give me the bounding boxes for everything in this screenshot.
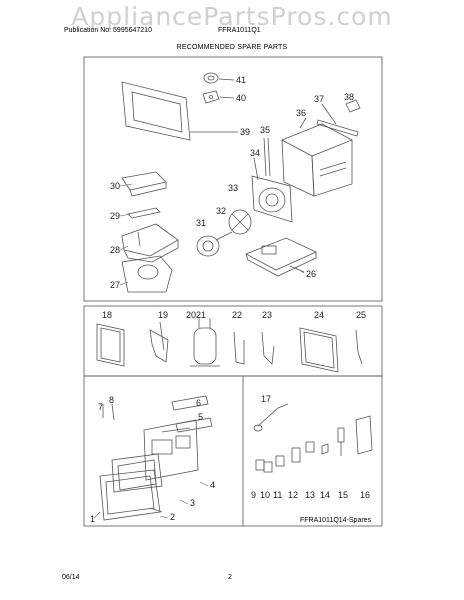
- part-37-rod: [316, 103, 359, 137]
- part-16-bracket: [355, 415, 373, 455]
- callout-34: 34: [250, 148, 260, 158]
- part-23-tube: [261, 331, 275, 365]
- callout-3: 3: [190, 498, 195, 508]
- callout-26: 26: [306, 269, 316, 279]
- callout-40: 40: [236, 93, 246, 103]
- bottom-panel-frame: [83, 375, 383, 527]
- part-11-knob: [275, 455, 285, 467]
- part-13-switch: [305, 441, 315, 453]
- part-7-8-screws: [102, 403, 115, 421]
- part-35-34-rods: [253, 137, 271, 181]
- callout-31: 31: [196, 218, 206, 228]
- part-29-strip: [127, 207, 161, 219]
- top-panel-frame: [83, 56, 383, 302]
- callout-15: 15: [338, 490, 348, 500]
- part-14-clip: [321, 443, 329, 455]
- callout-11: 11: [273, 490, 282, 500]
- part-27-base-housing: [121, 255, 173, 293]
- footer-date: 06/14: [62, 574, 80, 581]
- part-41-knob: [203, 72, 235, 84]
- footer-page-number: 2: [228, 574, 232, 581]
- callout-2021: 2021: [186, 310, 206, 320]
- callout-4: 4: [210, 480, 215, 490]
- part-24-coil: [299, 327, 339, 373]
- callout-labels: 41 40 39 38 37 36 35 34 33 32 31 30 29 2…: [90, 75, 370, 524]
- callout-39: 39: [240, 127, 250, 137]
- callout-12: 12: [288, 490, 298, 500]
- callout-17: 17: [261, 394, 271, 404]
- part-25-wire: [355, 329, 363, 365]
- part-39-front-frame: [121, 81, 238, 141]
- part-31-motor: [196, 231, 233, 257]
- watermark: AppliancePartsPros.com: [71, 2, 393, 31]
- part-22-tube: [233, 331, 245, 365]
- callout-25: 25: [356, 310, 366, 320]
- callout-28: 28: [110, 245, 120, 255]
- part-40-bracket: [202, 90, 235, 104]
- part-28-scroll-housing: [121, 223, 179, 263]
- part-38-clip: [345, 99, 361, 113]
- callout-8: 8: [109, 395, 114, 405]
- callout-30: 30: [110, 181, 120, 191]
- part-18-filter: [96, 323, 125, 367]
- part-32-fan-blade: [228, 209, 252, 235]
- callout-22: 22: [232, 310, 242, 320]
- callout-10: 10: [260, 490, 270, 500]
- callout-37: 37: [314, 94, 324, 104]
- callout-18: 18: [102, 310, 112, 320]
- callout-19: 19: [158, 310, 168, 320]
- part-19-bracket: [149, 321, 169, 363]
- callout-24: 24: [314, 310, 324, 320]
- part-36-cabinet: [281, 117, 353, 197]
- part-30-tray: [121, 171, 167, 197]
- document-title: RECOMMENDED SPARE PARTS: [176, 44, 288, 51]
- part-15-thermostat: [337, 427, 345, 456]
- callout-29: 29: [110, 211, 120, 221]
- part-6-5-louvers: [161, 395, 213, 433]
- part-9-10-knobs: [255, 459, 273, 473]
- callout-16: 16: [360, 490, 370, 500]
- callout-41: 41: [236, 75, 246, 85]
- callout-6: 6: [196, 398, 201, 408]
- callout-35: 35: [260, 125, 270, 135]
- publication-number: Publication No: 5995647210: [64, 27, 152, 34]
- callout-7: 7: [98, 402, 103, 412]
- part-12-control: [291, 447, 301, 463]
- callout-14: 14: [320, 490, 330, 500]
- part-4-front-panel: [143, 419, 199, 481]
- part-26-base-pan: [245, 237, 317, 277]
- leader-lines: [93, 183, 305, 519]
- callout-5: 5: [198, 412, 203, 422]
- callout-27: 27: [110, 280, 120, 290]
- part-1-2-front-grille: [99, 469, 163, 521]
- callout-33: 33: [228, 183, 238, 193]
- part-2021-compressor: [190, 318, 220, 367]
- callout-38: 38: [344, 92, 354, 102]
- part-33-shroud: [251, 175, 293, 223]
- callout-23: 23: [262, 310, 272, 320]
- spares-label: FFRA1011Q14-Spares: [300, 517, 372, 524]
- callout-2: 2: [170, 512, 175, 522]
- model-number: FFRA1011Q1: [218, 27, 261, 34]
- part-17-cord: [253, 403, 289, 432]
- callout-1: 1: [90, 514, 95, 524]
- callout-9: 9: [251, 490, 256, 500]
- callout-13: 13: [305, 490, 315, 500]
- callout-32: 32: [216, 206, 226, 216]
- callout-36: 36: [296, 108, 306, 118]
